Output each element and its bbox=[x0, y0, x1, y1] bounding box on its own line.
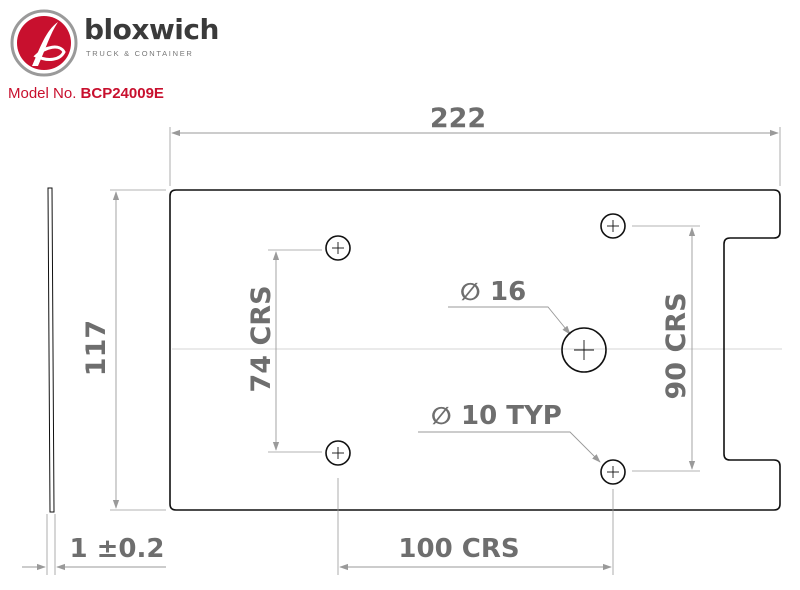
plate-outline bbox=[169, 189, 781, 511]
brand-tagline: TRUCK & CONTAINER bbox=[86, 49, 194, 58]
model-label: Model No. bbox=[8, 85, 77, 102]
bloxwich-logo-mark bbox=[10, 9, 78, 77]
dimension-90-label: 90 CRS bbox=[661, 292, 692, 399]
hole-center-large bbox=[561, 327, 607, 373]
leader-16 bbox=[448, 306, 571, 335]
small-hole-diameter-symbol: ∅ bbox=[431, 402, 452, 430]
hole-top-right bbox=[600, 213, 626, 239]
dimension-height-label: 117 bbox=[81, 320, 112, 376]
thickness-label: 1 ±0.2 bbox=[70, 534, 165, 564]
brand-logo bbox=[10, 8, 260, 80]
dimension-100-label: 100 CRS bbox=[398, 534, 519, 564]
leader-10 bbox=[418, 431, 601, 463]
dimension-width-label: 222 bbox=[430, 103, 486, 134]
model-line: Model No. BCP24009E bbox=[8, 86, 164, 101]
large-hole-diameter-symbol: ∅ bbox=[460, 278, 481, 306]
model-number: BCP24009E bbox=[80, 85, 164, 102]
brand-name: bloxwich bbox=[84, 13, 219, 46]
extension-lines bbox=[46, 127, 781, 575]
hole-top-left bbox=[325, 235, 351, 261]
hole-bottom-left bbox=[325, 440, 351, 466]
small-hole-diameter-value: 10 TYP bbox=[461, 401, 562, 431]
dimension-74-label: 74 CRS bbox=[246, 285, 277, 392]
hole-bottom-right bbox=[600, 459, 626, 485]
plate-side-view bbox=[47, 187, 55, 513]
large-hole-diameter-value: 16 bbox=[490, 277, 526, 307]
